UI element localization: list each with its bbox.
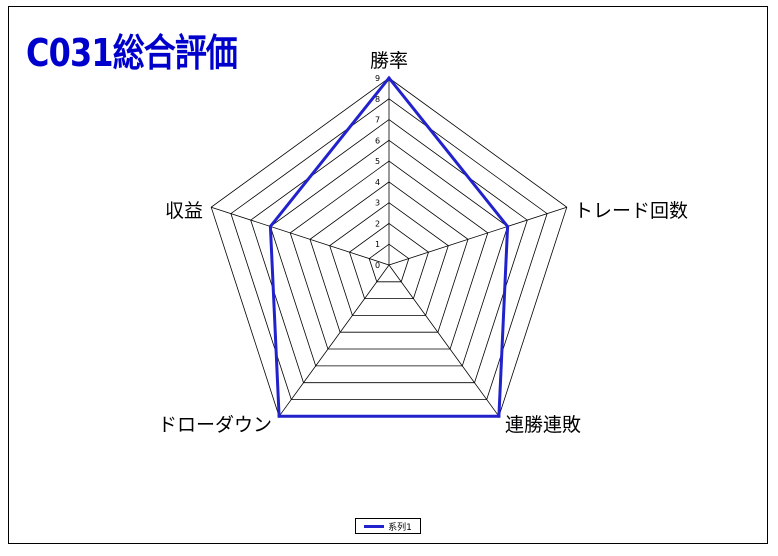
axis-label-3: 連勝連敗 (505, 414, 581, 436)
axis-label-4: ドローダウン (158, 414, 272, 436)
grid-spoke-2 (388, 206, 567, 266)
tick-label-5: 5 (375, 157, 380, 166)
tick-label-2: 2 (375, 219, 380, 228)
legend: 系列1 (355, 518, 421, 534)
series-point-1-2 (506, 225, 510, 228)
series-point-1-3 (497, 414, 501, 418)
tick-label-6: 6 (375, 136, 380, 145)
legend-entry-series-1: 系列1 (388, 522, 412, 533)
grid-ring-8 (230, 98, 548, 400)
chart-area (8, 6, 768, 544)
tick-label-9: 9 (375, 74, 380, 83)
series-point-1-4 (277, 414, 281, 418)
grid-ring-5 (289, 160, 489, 350)
grid-ring-1 (368, 243, 410, 283)
radar-grid (210, 77, 568, 417)
tick-label-4: 4 (375, 178, 380, 187)
grid-spoke-3 (388, 264, 500, 417)
series-line-1 (268, 75, 510, 418)
tick-label-1: 1 (375, 240, 380, 249)
grid-spoke-5 (211, 206, 390, 266)
legend-swatch-series-1 (364, 524, 385, 528)
tick-label-8: 8 (375, 95, 380, 104)
grid-ring-7 (250, 119, 528, 384)
radar-tick-labels: 0 1 2 3 4 5 6 7 8 9 (375, 74, 380, 270)
grid-ring-6 (269, 139, 509, 367)
grid-spoke-4 (278, 264, 390, 417)
axis-label-2: トレード回数 (574, 200, 688, 222)
series-point-1-5 (268, 225, 272, 228)
grid-ring-2 (349, 222, 429, 300)
axis-label-5: 収益 (165, 200, 203, 222)
tick-label-3: 3 (375, 199, 380, 208)
series-point-1-1 (387, 76, 391, 80)
grid-ring-3 (329, 202, 449, 316)
chart-title: C031総合評価 (26, 31, 238, 75)
radar-series (268, 75, 510, 418)
tick-label-7: 7 (375, 116, 380, 125)
axis-label-1: 勝率 (370, 50, 408, 72)
grid-ring-4 (309, 181, 469, 333)
tick-label-0: 0 (375, 261, 380, 270)
